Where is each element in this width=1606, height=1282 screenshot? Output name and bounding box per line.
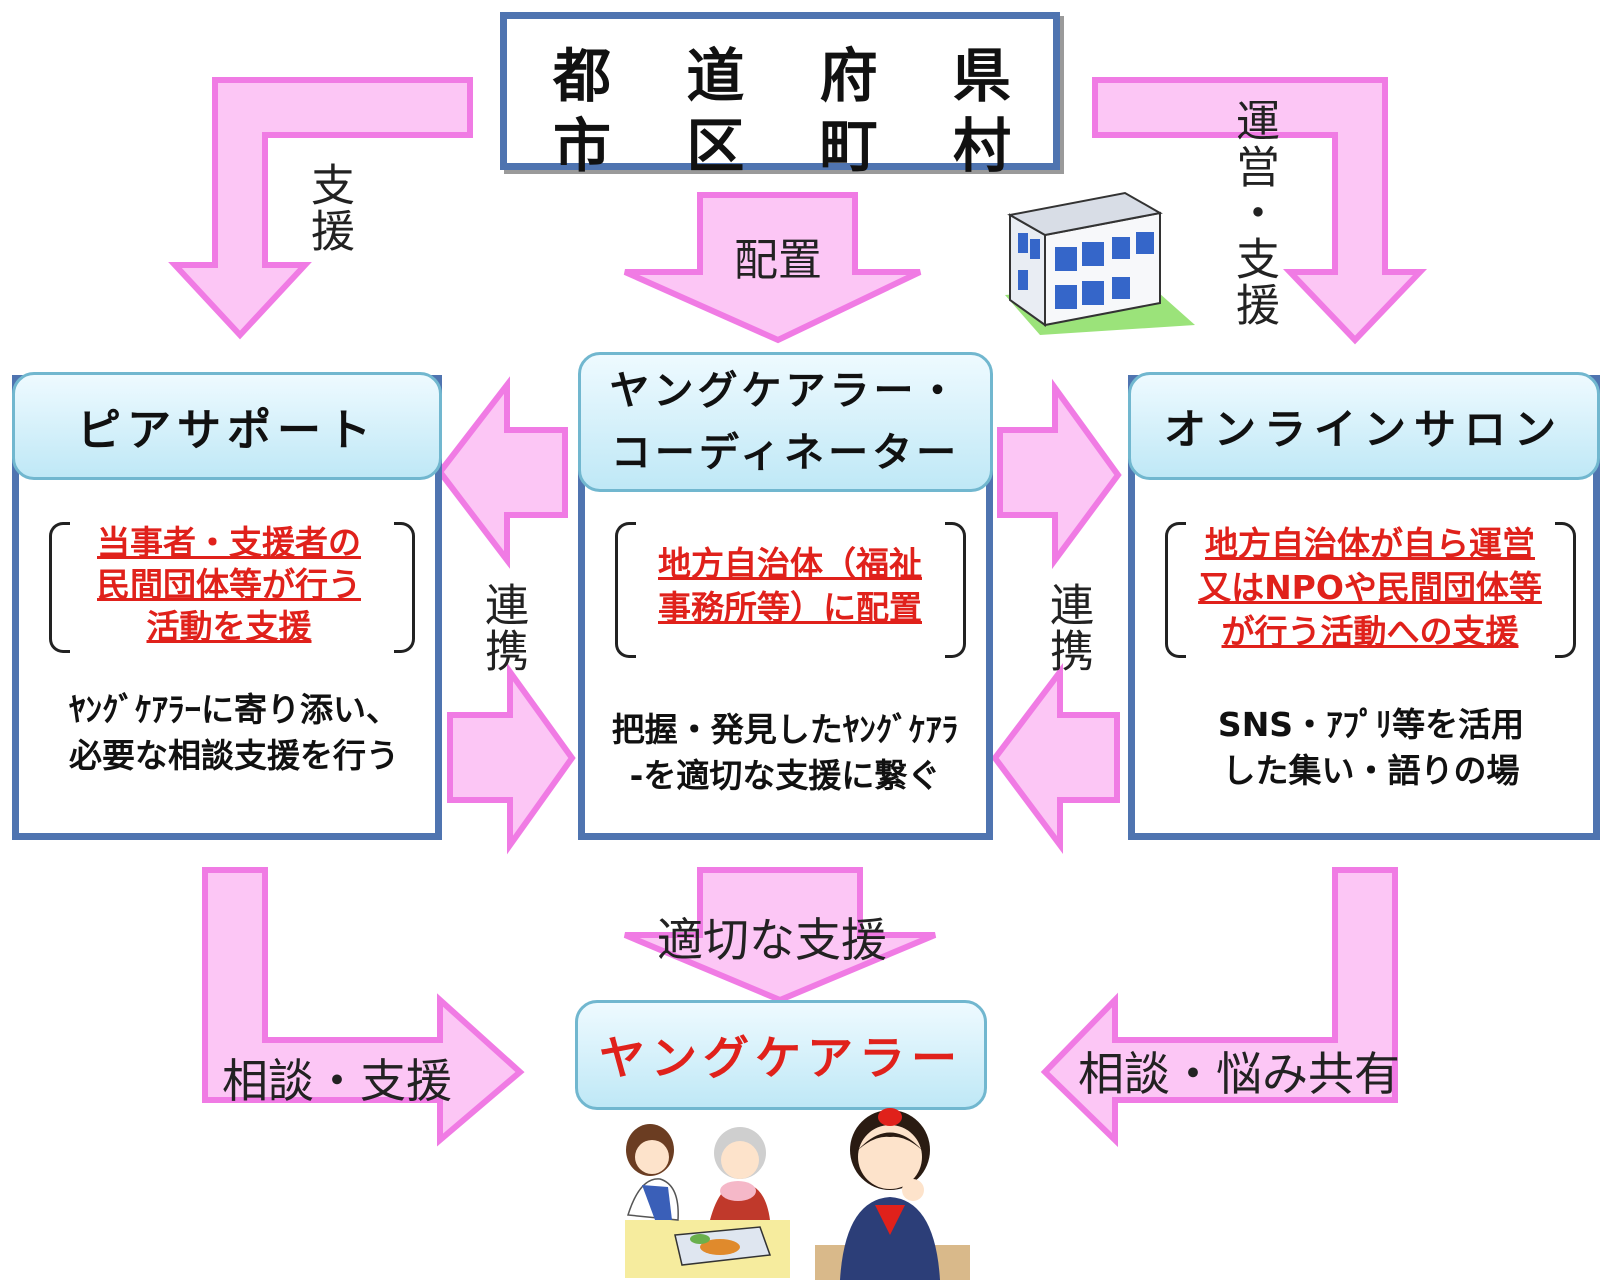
arrow-coord-to-salon (997, 378, 1122, 570)
label-consult-support: 相談・支援 (222, 1054, 452, 1108)
gov-char: 府 (819, 42, 878, 110)
gov-char: 都 (552, 42, 611, 110)
gov-char: 道 (686, 42, 745, 110)
salon-red-text: 地方自治体が自ら運営 又はNPOや民間団体等 が行う活動への支援 (1175, 522, 1565, 654)
arrow-consult-share (1040, 867, 1398, 1148)
label-consult-share: 相談・悩み共有 (1078, 1047, 1400, 1101)
worried-student-illustration (815, 1108, 970, 1280)
young-carer-box: ヤングケアラー (575, 1000, 987, 1110)
coordinator-header: ヤングケアラー・ コーディネーター (578, 352, 993, 492)
peer-description: ﾔﾝｸﾞｹｱﾗｰに寄り添い、 必要な相談支援を行う (19, 687, 449, 779)
label-renkei-left: 連携 (477, 582, 528, 674)
arrow-coord-to-peer (436, 376, 568, 569)
arrow-placement (623, 192, 922, 344)
red-line: 当事者・支援者の (97, 523, 361, 562)
bracket-left (1165, 522, 1186, 658)
coordinator-red-text: 地方自治体（福祉 事務所等）に配置 (635, 542, 945, 630)
arrow-peer-to-coord (447, 662, 576, 855)
red-line: 地方自治体が自ら運営 (1205, 524, 1535, 563)
online-salon-header: オンラインサロン (1128, 372, 1600, 480)
government-box: 都 道 府 県 市 区 町 村 (500, 12, 1060, 180)
title-line: コーディネーター (610, 430, 961, 476)
bracket-right (1555, 522, 1576, 658)
gov-char: 市 (552, 112, 611, 180)
gov-row-municipality: 市 区 町 村 (547, 99, 1017, 183)
gov-char: 県 (952, 42, 1011, 110)
gov-char: 町 (819, 112, 878, 180)
red-line: 活動を支援 (146, 607, 312, 646)
label-appropriate-support: 適切な支援 (657, 913, 887, 967)
red-line: 又はNPOや民間団体等 (1198, 568, 1542, 607)
label-placement: 配置 (734, 235, 822, 286)
peer-support-header: ピアサポート (12, 372, 442, 480)
label-renkei-right: 連携 (1042, 582, 1093, 674)
desc-line: SNS・ｱﾌﾟﾘ等を活用 (1217, 705, 1525, 744)
gov-char: 村 (952, 112, 1011, 180)
red-line: 地方自治体（福祉 (658, 544, 922, 583)
arrow-operation-support (1092, 77, 1428, 345)
arrow-appropriate-support (623, 867, 937, 1004)
gov-char: 区 (686, 112, 745, 180)
red-line: が行う活動への支援 (1221, 612, 1519, 651)
bracket-left (49, 522, 70, 653)
bracket-right (394, 522, 415, 653)
desc-line: -を適切な支援に繋ぐ (629, 756, 941, 795)
building-illustration (1005, 191, 1195, 335)
desc-line: した集い・語りの場 (1222, 751, 1520, 790)
red-line: 民間団体等が行う (97, 565, 361, 604)
bracket-left (615, 522, 636, 658)
peer-red-text: 当事者・支援者の 民間団体等が行う 活動を支援 (69, 522, 389, 648)
salon-description: SNS・ｱﾌﾟﾘ等を活用 した集い・語りの場 (1135, 702, 1606, 794)
bracket-right (945, 522, 966, 658)
caregiving-illustration (625, 1124, 790, 1278)
coordinator-description: 把握・発見したﾔﾝｸﾞｹｱﾗ -を適切な支援に繋ぐ (585, 707, 985, 799)
desc-line: ﾔﾝｸﾞｹｱﾗｰに寄り添い、 (69, 690, 399, 729)
arrow-consult-support (202, 867, 525, 1147)
label-operation-support: 運営・支援 (1228, 98, 1279, 328)
arrow-support-left (168, 77, 473, 340)
desc-line: 把握・発見したﾔﾝｸﾞｹｱﾗ (611, 710, 959, 749)
label-support-left: 支援 (303, 162, 354, 254)
title-line: ヤングケアラー・ (609, 368, 962, 414)
arrow-salon-to-coord (991, 663, 1120, 855)
gov-row-prefecture: 都 道 府 県 (547, 29, 1017, 113)
red-line: 事務所等）に配置 (658, 588, 922, 627)
desc-line: 必要な相談支援を行う (69, 736, 399, 775)
